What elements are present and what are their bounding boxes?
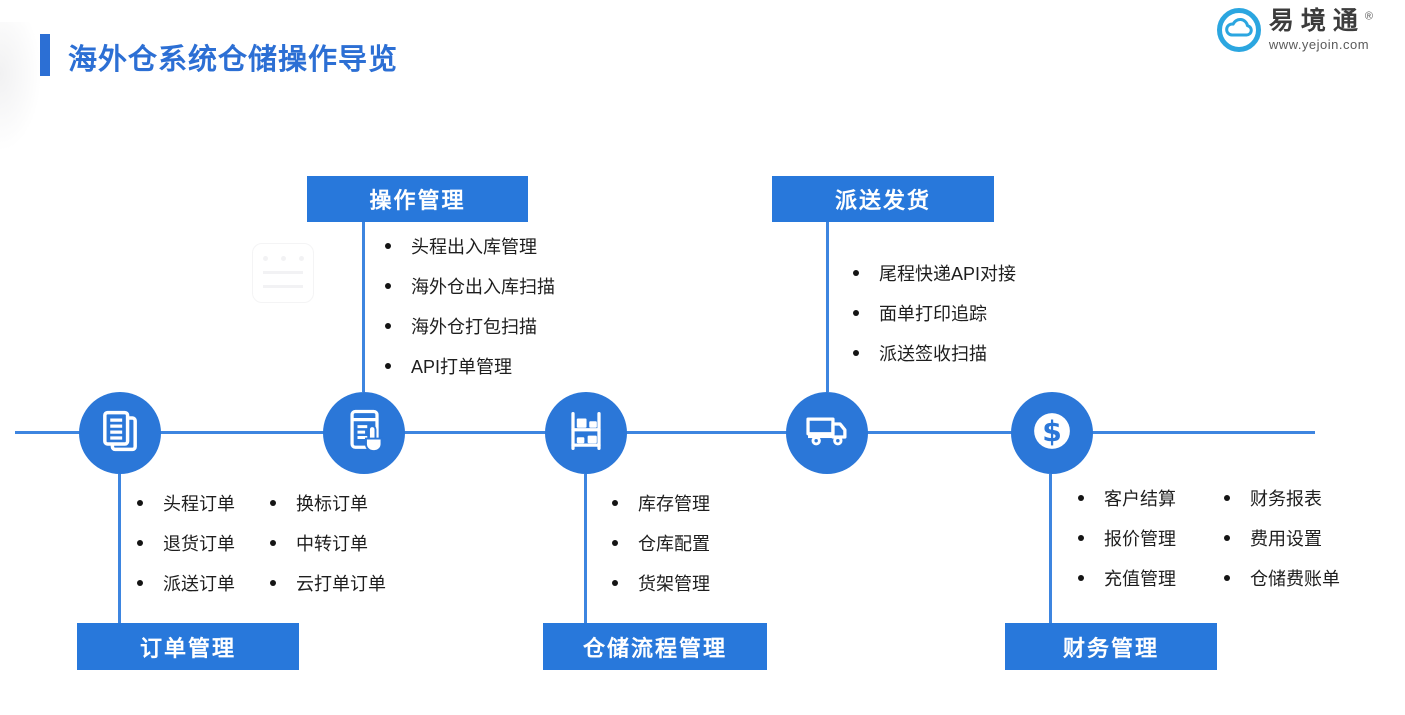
list-item: 尾程快递API对接	[853, 253, 1016, 293]
list-item: 退货订单	[137, 523, 270, 563]
list-item: 客户结算	[1078, 478, 1224, 518]
list-item: 头程订单	[137, 483, 270, 523]
documents-icon	[94, 405, 146, 462]
bullet-dot	[853, 350, 859, 356]
bullet-dot	[385, 283, 391, 289]
connector-warehouse	[584, 474, 587, 623]
section-box-order: 订单管理	[77, 623, 299, 670]
bullet-dot	[137, 540, 143, 546]
brand-url: www.yejoin.com	[1268, 36, 1370, 52]
list-item: 费用设置	[1224, 518, 1340, 558]
list-item: 面单打印追踪	[853, 293, 1016, 333]
connector-delivery	[826, 222, 829, 392]
bullet-dot	[137, 500, 143, 506]
list-item: 海外仓打包扫描	[385, 306, 555, 346]
node-warehouse	[545, 392, 627, 474]
order-item-list: 头程订单 换标订单 退货订单 中转订单 派送订单 云打单订单	[137, 483, 386, 603]
bullet-dot	[270, 580, 276, 586]
operation-item-list: 头程出入库管理 海外仓出入库扫描 海外仓打包扫描 API打单管理	[385, 226, 555, 386]
delivery-truck-icon	[801, 405, 853, 462]
bullet-dot	[1078, 495, 1084, 501]
node-operation	[323, 392, 405, 474]
list-item: 仓储费账单	[1224, 558, 1340, 598]
bullet-dot	[270, 500, 276, 506]
page-title: 海外仓系统仓储操作导览	[68, 44, 399, 76]
bullet-dot	[853, 270, 859, 276]
bullet-dot	[1078, 535, 1084, 541]
list-item: 仓库配置	[612, 523, 710, 563]
list-item: 派送签收扫描	[853, 333, 1016, 373]
bullet-dot	[853, 310, 859, 316]
delivery-item-list: 尾程快递API对接 面单打印追踪 派送签收扫描	[853, 253, 1016, 373]
list-item: 海外仓出入库扫描	[385, 266, 555, 306]
shelf-rack-icon	[560, 405, 612, 462]
connector-finance	[1049, 474, 1052, 623]
bullet-dot	[385, 243, 391, 249]
bullet-dot	[385, 363, 391, 369]
list-item: 中转订单	[270, 523, 386, 563]
bullet-dot	[612, 540, 618, 546]
bullet-dot	[1224, 535, 1230, 541]
section-box-warehouse: 仓储流程管理	[543, 623, 767, 670]
registered-mark: ®	[1364, 10, 1373, 23]
cloud-logo-icon	[1215, 6, 1263, 59]
connector-operation	[362, 222, 365, 392]
node-delivery	[786, 392, 868, 474]
brand-logo: 易境通® www.yejoin.com	[1215, 6, 1373, 59]
title-accent-bar	[40, 34, 50, 76]
timeline-line	[15, 431, 1315, 434]
dollar-coin-icon: $	[1026, 405, 1078, 462]
bullet-dot	[1224, 575, 1230, 581]
list-item: 财务报表	[1224, 478, 1340, 518]
node-finance: $	[1011, 392, 1093, 474]
page-edge-shade	[0, 22, 42, 152]
bullet-dot	[1078, 575, 1084, 581]
bullet-dot	[612, 500, 618, 506]
bullet-dot	[137, 580, 143, 586]
list-item: 报价管理	[1078, 518, 1224, 558]
list-item: 库存管理	[612, 483, 710, 523]
tablet-tap-icon	[338, 405, 390, 462]
list-item: 头程出入库管理	[385, 226, 555, 266]
list-item: API打单管理	[385, 346, 555, 386]
bullet-dot	[1224, 495, 1230, 501]
bullet-dot	[270, 540, 276, 546]
list-item: 充值管理	[1078, 558, 1224, 598]
list-item: 货架管理	[612, 563, 710, 603]
connector-order	[118, 474, 121, 623]
node-order	[79, 392, 161, 474]
section-box-operation: 操作管理	[307, 176, 528, 222]
watermark	[252, 243, 314, 303]
svg-text:$: $	[1042, 414, 1062, 447]
brand-name: 易境通®	[1268, 7, 1373, 35]
list-item: 云打单订单	[270, 563, 386, 603]
list-item: 派送订单	[137, 563, 270, 603]
list-item: 换标订单	[270, 483, 386, 523]
warehouse-item-list: 库存管理 仓库配置 货架管理	[612, 483, 710, 603]
bullet-dot	[385, 323, 391, 329]
section-box-delivery: 派送发货	[772, 176, 994, 222]
bullet-dot	[612, 580, 618, 586]
finance-item-list: 客户结算 财务报表 报价管理 费用设置 充值管理 仓储费账单	[1078, 478, 1340, 598]
section-box-finance: 财务管理	[1005, 623, 1217, 670]
